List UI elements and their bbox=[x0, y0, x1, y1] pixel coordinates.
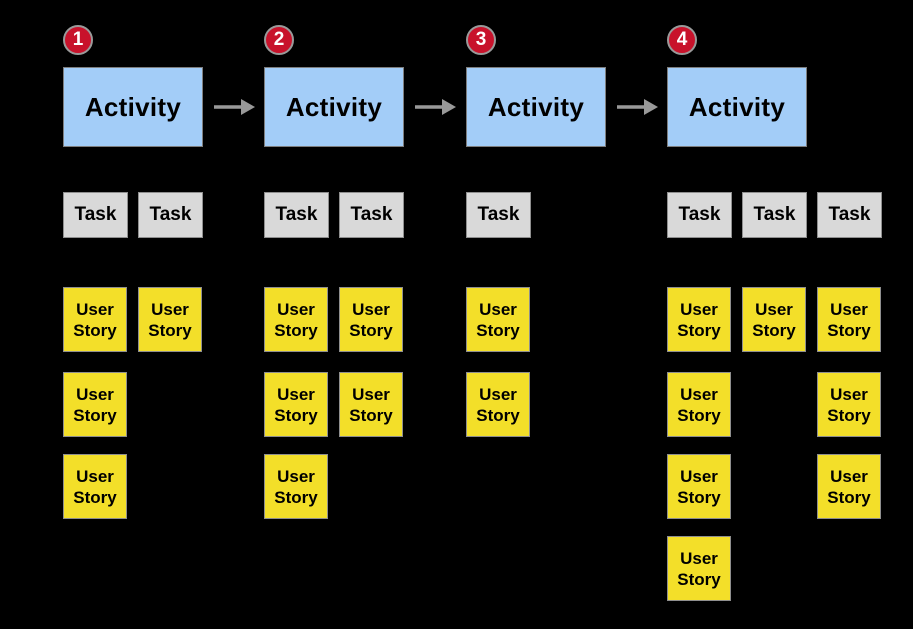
user-story-card-label: User Story bbox=[827, 299, 871, 340]
user-story-card: User Story bbox=[466, 287, 530, 352]
activity-box: Activity bbox=[466, 67, 606, 147]
task-box-label: Task bbox=[678, 204, 721, 225]
user-story-card: User Story bbox=[667, 287, 731, 352]
task-box-label: Task bbox=[753, 204, 796, 225]
user-story-card-label: User Story bbox=[677, 299, 721, 340]
user-story-card: User Story bbox=[817, 372, 881, 437]
task-box: Task bbox=[63, 192, 128, 238]
activity-box-label: Activity bbox=[688, 91, 786, 122]
flow-arrow-icon bbox=[214, 99, 255, 115]
user-story-card: User Story bbox=[817, 287, 881, 352]
user-story-card: User Story bbox=[63, 454, 127, 519]
step-badge-2: 2 bbox=[264, 25, 294, 55]
user-story-card: User Story bbox=[138, 287, 202, 352]
user-story-card: User Story bbox=[264, 454, 328, 519]
user-story-card: User Story bbox=[667, 454, 731, 519]
task-box: Task bbox=[339, 192, 404, 238]
user-story-card: User Story bbox=[339, 287, 403, 352]
user-story-card-label: User Story bbox=[827, 466, 871, 507]
user-story-card: User Story bbox=[264, 372, 328, 437]
user-story-card-label: User Story bbox=[677, 384, 721, 425]
user-story-card: User Story bbox=[667, 536, 731, 601]
user-story-card-label: User Story bbox=[73, 299, 117, 340]
user-story-card-label: User Story bbox=[274, 299, 318, 340]
step-badge-2-label: 2 bbox=[273, 29, 285, 50]
activity-box: Activity bbox=[667, 67, 807, 147]
user-story-card-label: User Story bbox=[349, 384, 393, 425]
user-story-card-label: User Story bbox=[274, 466, 318, 507]
task-box: Task bbox=[138, 192, 203, 238]
task-box-label: Task bbox=[149, 204, 192, 225]
task-box-label: Task bbox=[477, 204, 520, 225]
task-box: Task bbox=[742, 192, 807, 238]
step-badge-4-label: 4 bbox=[676, 29, 688, 50]
user-story-card: User Story bbox=[63, 372, 127, 437]
activity-box-label: Activity bbox=[84, 91, 182, 122]
task-box: Task bbox=[817, 192, 882, 238]
task-box-label: Task bbox=[275, 204, 318, 225]
task-box: Task bbox=[667, 192, 732, 238]
user-story-card: User Story bbox=[667, 372, 731, 437]
user-story-card-label: User Story bbox=[677, 548, 721, 589]
step-badge-3-label: 3 bbox=[475, 29, 487, 50]
activity-box-label: Activity bbox=[285, 91, 383, 122]
flow-arrow-icon bbox=[617, 99, 658, 115]
step-badge-1: 1 bbox=[63, 25, 93, 55]
user-story-card: User Story bbox=[264, 287, 328, 352]
user-story-card-label: User Story bbox=[677, 466, 721, 507]
user-story-card: User Story bbox=[817, 454, 881, 519]
task-box-label: Task bbox=[74, 204, 117, 225]
step-badge-1-label: 1 bbox=[72, 29, 84, 50]
task-box-label: Task bbox=[828, 204, 871, 225]
user-story-card-label: User Story bbox=[476, 384, 520, 425]
flow-arrow-icon bbox=[415, 99, 456, 115]
user-story-card-label: User Story bbox=[349, 299, 393, 340]
step-badge-3: 3 bbox=[466, 25, 496, 55]
step-badge-4: 4 bbox=[667, 25, 697, 55]
user-story-card-label: User Story bbox=[73, 384, 117, 425]
activity-box-label: Activity bbox=[487, 91, 585, 122]
task-box-label: Task bbox=[350, 204, 393, 225]
task-box: Task bbox=[264, 192, 329, 238]
user-story-card-label: User Story bbox=[476, 299, 520, 340]
user-story-card-label: User Story bbox=[752, 299, 796, 340]
activity-box: Activity bbox=[264, 67, 404, 147]
user-story-card-label: User Story bbox=[827, 384, 871, 425]
user-story-card: User Story bbox=[466, 372, 530, 437]
user-story-card: User Story bbox=[339, 372, 403, 437]
user-story-card-label: User Story bbox=[148, 299, 192, 340]
activity-box: Activity bbox=[63, 67, 203, 147]
user-story-card-label: User Story bbox=[274, 384, 318, 425]
user-story-card-label: User Story bbox=[73, 466, 117, 507]
task-box: Task bbox=[466, 192, 531, 238]
user-story-card: User Story bbox=[742, 287, 806, 352]
user-story-card: User Story bbox=[63, 287, 127, 352]
